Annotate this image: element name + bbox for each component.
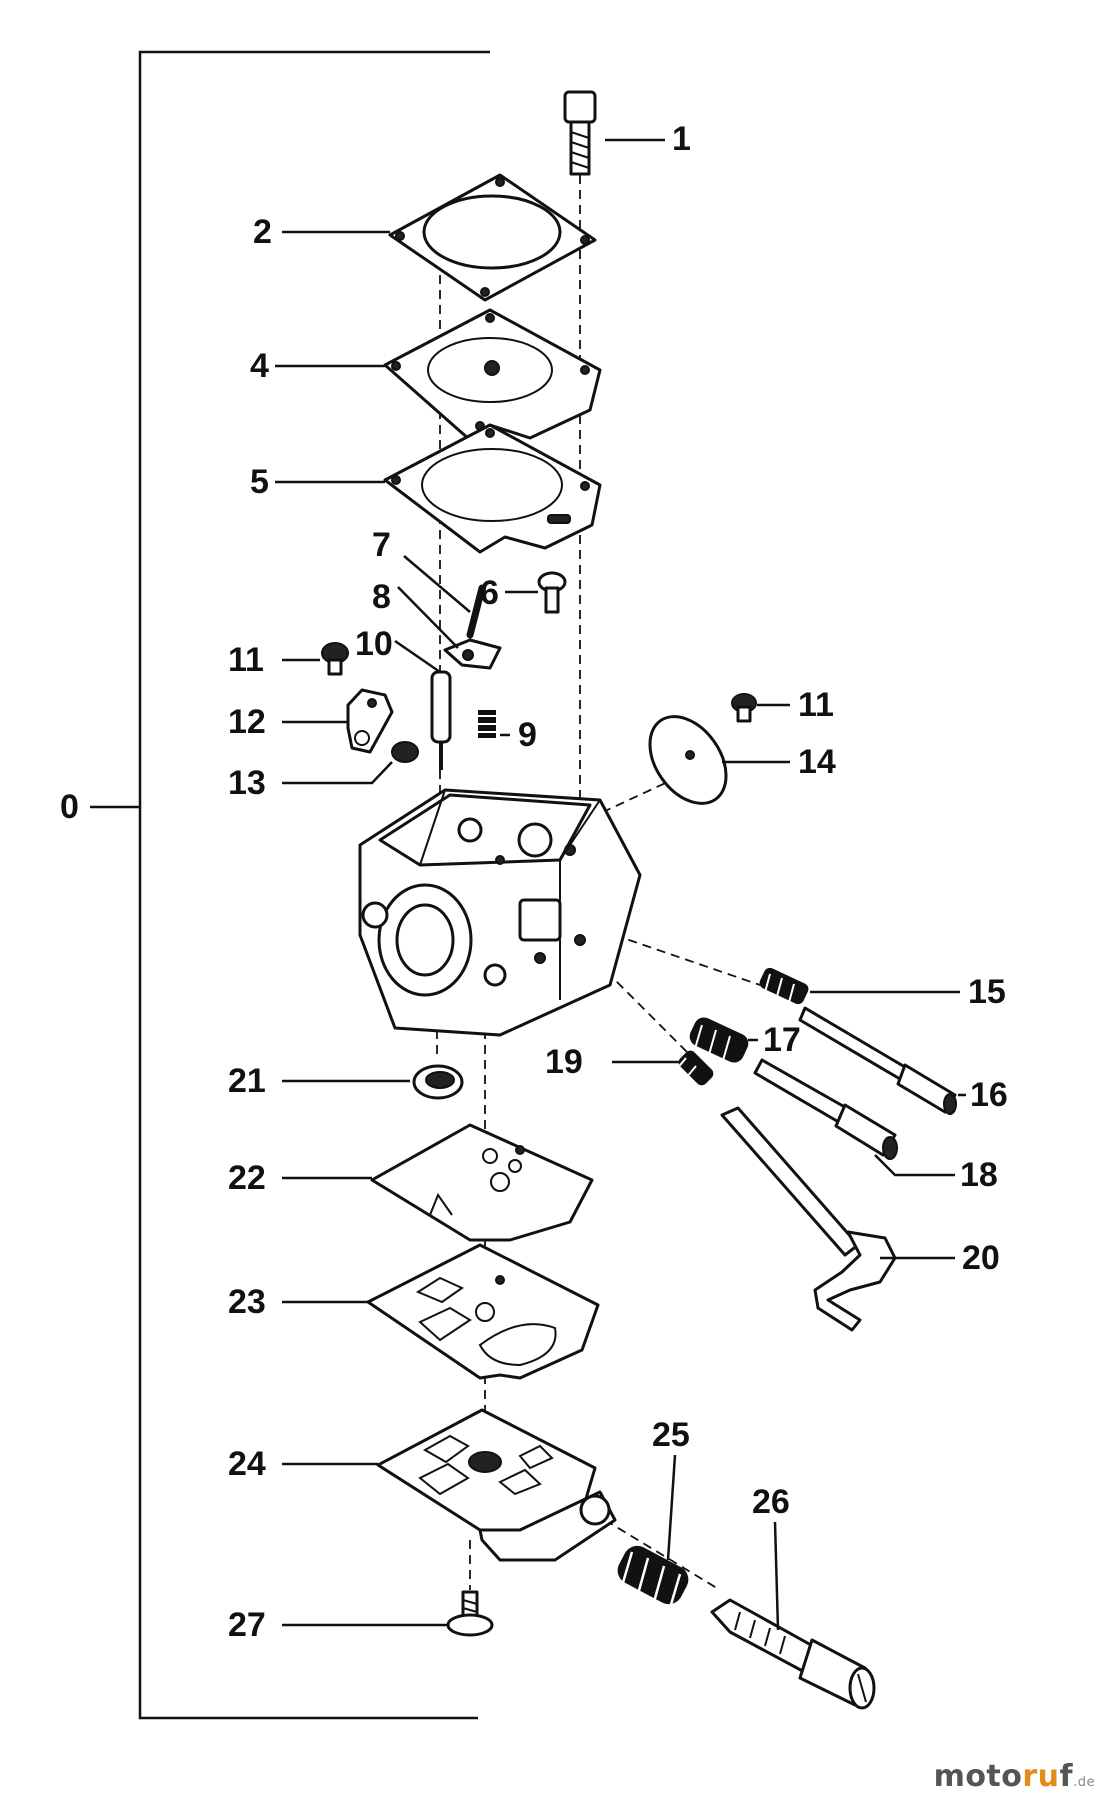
part-22-pump-diaphragm <box>370 1123 594 1242</box>
label-part-12: 12 <box>228 703 266 741</box>
part-25-spring <box>617 1545 689 1609</box>
label-part-10: 10 <box>355 625 393 663</box>
label-part-2: 2 <box>253 213 272 251</box>
label-part-27: 27 <box>228 1606 266 1644</box>
part-5-gasket <box>383 423 602 554</box>
part-20-shaft-lever <box>720 1106 897 1332</box>
label-part-21: 21 <box>228 1062 266 1100</box>
part-9-spring <box>478 710 496 738</box>
motoruf-logo: motoruf.de <box>934 1759 1095 1794</box>
label-part-5: 5 <box>250 463 269 501</box>
part-14-throttle-plate <box>648 715 728 805</box>
label-part-4: 4 <box>250 347 269 385</box>
label-part-13: 13 <box>228 764 266 802</box>
logo-text-2: ru <box>1022 1759 1060 1794</box>
part-2-cover <box>388 173 597 302</box>
label-part-26: 26 <box>752 1483 790 1521</box>
logo-suffix: .de <box>1073 1775 1095 1790</box>
assembly-bracket <box>90 50 490 1720</box>
logo-text-1: moto <box>933 1759 1023 1794</box>
part-15-spring <box>759 967 809 1007</box>
part-7-pin <box>466 584 486 639</box>
label-part-24: 24 <box>228 1445 266 1483</box>
leader-lines <box>275 138 966 1631</box>
part-6-screw <box>537 571 567 614</box>
part-18-adjusting-screw <box>753 1058 898 1160</box>
part-16-adjusting-screw <box>798 1006 957 1115</box>
part-19-spring <box>675 1050 714 1086</box>
label-part-1: 1 <box>672 120 691 158</box>
part-26-adjusting-screw <box>710 1598 876 1710</box>
part-4-diaphragm <box>383 308 602 442</box>
label-part-17: 17 <box>763 1021 801 1059</box>
part-27-screw <box>446 1590 494 1637</box>
label-part-25: 25 <box>652 1416 690 1454</box>
part-24-pump-cover <box>376 1408 617 1562</box>
part-17-spring <box>689 1017 749 1065</box>
part-11-screw-right <box>731 693 757 723</box>
part-13-plug <box>391 741 419 763</box>
label-part-11-right: 11 <box>798 686 834 724</box>
label-part-7: 7 <box>372 526 391 564</box>
label-part-0: 0 <box>60 788 79 826</box>
part-10-needle <box>430 670 452 770</box>
label-part-8: 8 <box>372 578 391 616</box>
label-part-18: 18 <box>960 1156 998 1194</box>
carburetor-body <box>358 788 642 1037</box>
part-21-plug <box>412 1064 464 1100</box>
label-part-22: 22 <box>228 1159 266 1197</box>
part-23-gasket <box>366 1243 600 1380</box>
label-part-23: 23 <box>228 1283 266 1321</box>
label-part-19: 19 <box>545 1043 583 1081</box>
label-part-20: 20 <box>962 1239 1000 1277</box>
label-part-15: 15 <box>968 973 1006 1011</box>
label-part-16: 16 <box>970 1076 1008 1114</box>
label-part-14: 14 <box>798 743 836 781</box>
label-part-9: 9 <box>518 716 537 754</box>
label-part-11-left: 11 <box>228 641 264 679</box>
logo-text-3: f <box>1059 1759 1074 1794</box>
part-1-screw <box>563 90 597 176</box>
part-11-screw-left <box>321 642 349 676</box>
part-12-plate <box>346 688 394 754</box>
label-part-6: 6 <box>480 574 499 612</box>
